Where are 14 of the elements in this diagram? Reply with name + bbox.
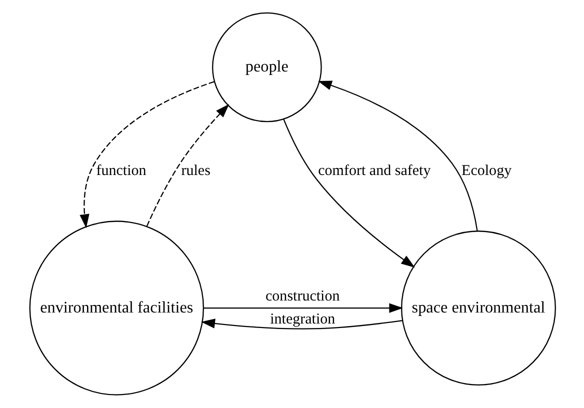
arrow (317, 80, 478, 231)
edge-label: comfort and safety (318, 163, 430, 180)
edge-label: Ecology (461, 163, 512, 180)
node-circle: environmental facilities (28, 220, 204, 396)
edge-label: function (96, 163, 146, 180)
node-circle: people (212, 12, 322, 122)
edge-label: integration (270, 312, 335, 328)
edge-label: rules (180, 163, 210, 180)
arrow (146, 104, 229, 226)
arrow (203, 303, 403, 313)
arrow (79, 81, 214, 228)
arrow (282, 119, 414, 268)
arrow (200, 318, 402, 330)
edge-label: construction (265, 288, 340, 304)
